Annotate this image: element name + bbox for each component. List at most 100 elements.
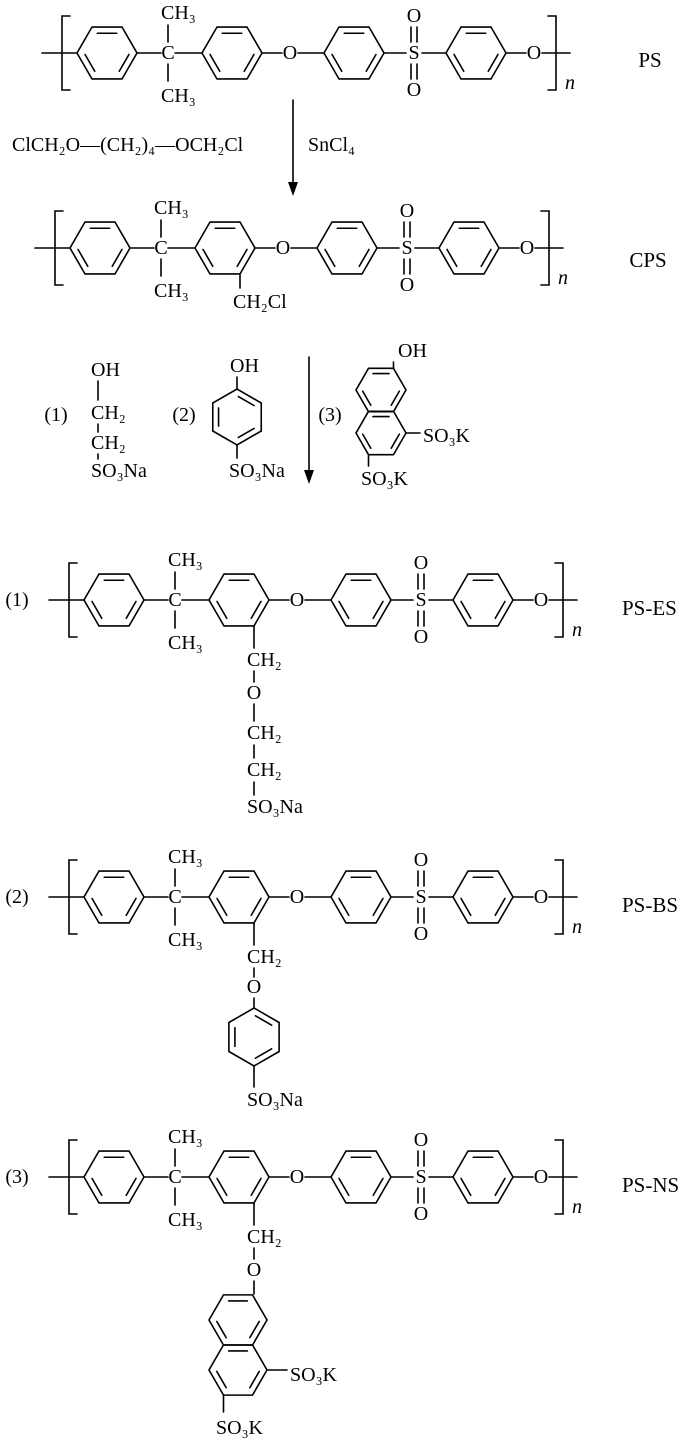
cps-methyl-top: CH₃ [154, 197, 189, 219]
double-bond-line [91, 600, 103, 620]
ps-ns-naphthalene-ring-b [208, 1344, 268, 1396]
ring-outline [201, 26, 263, 80]
double-bond-line [77, 248, 89, 268]
ring-outline [452, 870, 514, 924]
double-bond-line [249, 1370, 261, 1389]
reagent-1-sulfonate: SO₃Na [91, 460, 147, 482]
ring-outline [330, 1150, 392, 1204]
ps-bs-pendant-ring [228, 1007, 280, 1067]
ring-outline [330, 573, 392, 627]
double-bond-line [446, 248, 458, 268]
ps-ns-sulfonate-bottom: SO₃K [216, 1417, 264, 1439]
double-bond-line [250, 1177, 262, 1197]
ps-es-chain-ch2-a: CH₂ [247, 722, 282, 744]
reagent-3-naphthalene-ring-b [355, 410, 407, 456]
ps-bs-ring-3 [330, 870, 392, 924]
double-bond-line [460, 600, 472, 620]
reagent-3-index: (3) [318, 404, 341, 426]
label-cps: CPS [629, 248, 666, 272]
reagent-1-ch2-a: CH₂ [91, 402, 126, 424]
ps-es-sulfonyl-oxygen-top: O [414, 552, 428, 574]
double-bond-line [91, 1177, 103, 1197]
ring-outline [208, 1344, 268, 1396]
double-bond-line [243, 53, 255, 73]
ps-ns-naphthalene-ring-a [208, 1294, 268, 1346]
ps-ns-ring-1 [83, 1150, 145, 1204]
ps-bs-methylene: CH₂ [247, 946, 282, 968]
double-bond-line [372, 1177, 384, 1197]
cps-sulfonyl-oxygen-top: O [400, 200, 414, 222]
ps-ns-chain-oxygen: O [247, 1259, 261, 1281]
ps-ns-bracket-right [554, 1139, 564, 1215]
ps-sulfonyl-oxygen-top: O [407, 5, 421, 27]
reagent-3-naphthalene-ring-a [355, 367, 407, 413]
double-bond-line [361, 433, 372, 450]
double-bond-line [494, 600, 506, 620]
cps-ring-1 [69, 221, 131, 275]
ps-ns-terminal-oxygen: O [534, 1166, 548, 1188]
ring-outline [316, 221, 378, 275]
label-ps-es: PS-ES [622, 596, 677, 620]
cps-quaternary-carbon: C [154, 237, 167, 259]
double-bond-line [460, 1177, 472, 1197]
double-bond-line [480, 248, 492, 268]
ps-terminal-oxygen: O [527, 42, 541, 64]
ps-bs-ether-oxygen: O [290, 886, 304, 908]
cps-bracket-right [540, 210, 550, 286]
double-bond-line [361, 390, 372, 407]
reagent-2-hydroxyl: OH [230, 355, 259, 377]
ps-methyl-top: CH₃ [161, 2, 196, 24]
ring-outline [323, 26, 385, 80]
ps-bs-quaternary-carbon: C [168, 886, 181, 908]
double-bond-line [125, 600, 137, 620]
ring-outline [330, 870, 392, 924]
ps-methyl-bottom: CH₃ [161, 85, 196, 107]
ps-es-methyl-bottom: CH₃ [168, 632, 203, 654]
cps-ether-oxygen: O [276, 237, 290, 259]
ps-es-methyl-top: CH₃ [168, 549, 203, 571]
ps-ns-ring-4 [452, 1150, 514, 1204]
label-ps: PS [638, 48, 661, 72]
double-bond-line [91, 897, 103, 917]
ps-ring-2 [201, 26, 263, 80]
cps-terminal-oxygen: O [520, 237, 534, 259]
ps-ns-ring-3 [330, 1150, 392, 1204]
ps-es-repeat-n: n [572, 619, 582, 641]
ps-ring-3 [323, 26, 385, 80]
double-bond-line [250, 897, 262, 917]
ring-outline [208, 573, 270, 627]
ps-bs-sulfonyl-oxygen-top: O [414, 849, 428, 871]
ps-es-ring-3 [330, 573, 392, 627]
ps-bs-chain-oxygen: O [247, 976, 261, 998]
double-bond-line [236, 248, 248, 268]
cps-methyl-bottom: CH₃ [154, 280, 189, 302]
double-bond-line [125, 1177, 137, 1197]
ps-es-index: (1) [5, 589, 28, 611]
reagent-bis-chloromethyl-ether: ClCH₂O—(CH₂)₄—OCH₂Cl [12, 134, 244, 156]
ps-es-terminal-oxygen: O [534, 589, 548, 611]
ps-bs-ring-4 [452, 870, 514, 924]
double-bond-line [390, 433, 401, 450]
double-bond-line [365, 53, 377, 73]
ring-outline [452, 1150, 514, 1204]
ps-es-chain-oxygen: O [247, 682, 261, 704]
ps-bs-sulfur: S [415, 886, 426, 908]
ps-bs-methyl-bottom: CH₃ [168, 929, 203, 951]
ps-es-methylene: CH₂ [247, 649, 282, 671]
ps-bs-sulfonyl-oxygen-bottom: O [414, 923, 428, 945]
cps-sulfonyl-oxygen-bottom: O [400, 274, 414, 296]
label-ps-bs: PS-BS [622, 893, 678, 917]
double-bond-line [254, 1014, 273, 1026]
ring-outline [194, 221, 256, 275]
ps-repeat-n: n [565, 72, 575, 94]
ps-bs-ring-2 [208, 870, 270, 924]
ps-es-sulfur: S [415, 589, 426, 611]
ps-bs-methyl-top: CH₃ [168, 846, 203, 868]
ps-ns-methyl-bottom: CH₃ [168, 1209, 203, 1231]
double-bond-line [111, 248, 123, 268]
ps-ring-1 [76, 26, 138, 80]
ps-bs-ring-1 [83, 870, 145, 924]
cps-sulfur: S [401, 237, 412, 259]
ps-ns-methylene: CH₂ [247, 1226, 282, 1248]
cps-chloromethyl: CH₂Cl [233, 291, 287, 313]
